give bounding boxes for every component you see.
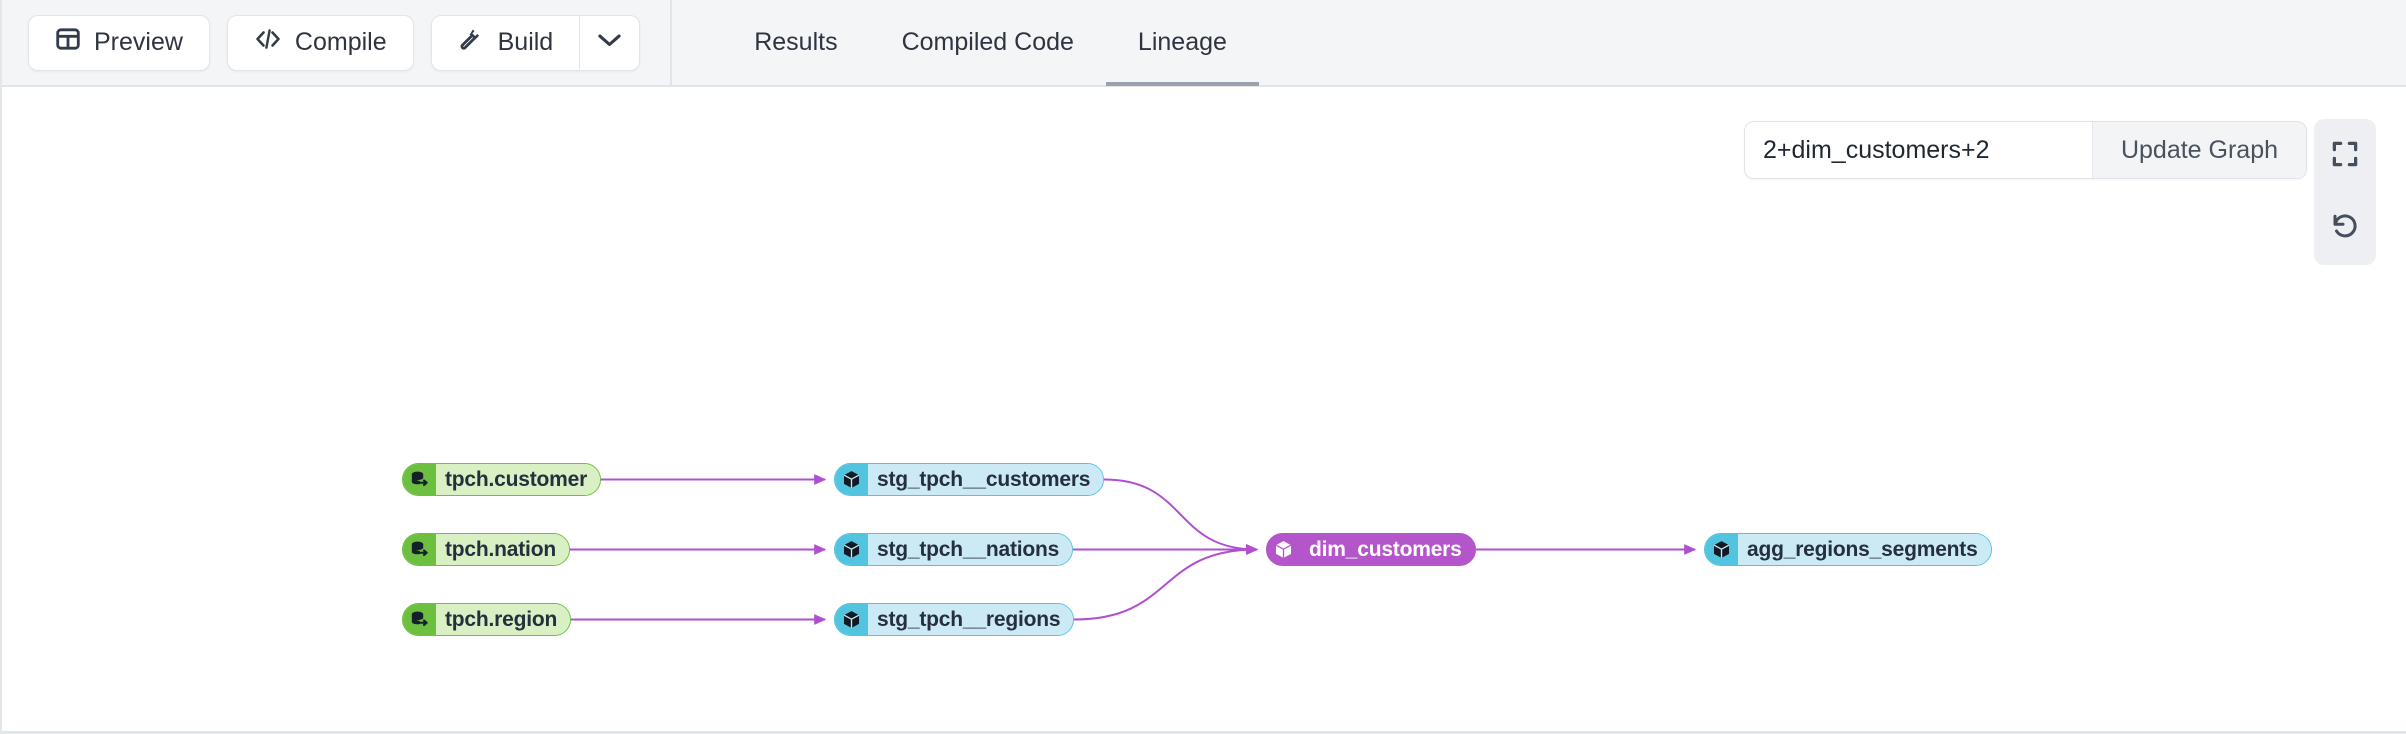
build-button[interactable]: Build: [432, 16, 580, 70]
cube-icon: [1705, 534, 1738, 565]
preview-button[interactable]: Preview: [28, 14, 210, 71]
graph-node-dim_customers[interactable]: dim_customers: [1266, 533, 1476, 566]
action-button-group: Preview Compile: [2, 14, 641, 71]
database-source-icon: [403, 464, 436, 495]
graph-edge: [1073, 544, 1259, 621]
tab-compiled-code-label: Compiled Code: [901, 28, 1074, 56]
top-toolbar: Preview Compile: [2, 0, 2406, 87]
database-source-icon: [403, 534, 436, 565]
graph-node-tpch_customer[interactable]: tpch.customer: [402, 463, 602, 496]
cube-icon: [835, 464, 868, 495]
graph-controls: [2314, 119, 2376, 265]
graph-node-label: dim_customers: [1300, 534, 1475, 565]
graph-node-label: tpch.customer: [436, 464, 601, 495]
toolbar-separator: [670, 0, 673, 86]
build-dropdown-button[interactable]: [579, 15, 639, 70]
database-source-icon: [403, 604, 436, 635]
fullscreen-icon: [2330, 139, 2360, 174]
update-graph-button[interactable]: Update Graph: [2092, 122, 2306, 178]
tab-bar: Results Compiled Code Lineage: [722, 0, 1259, 86]
compile-button-label: Compile: [294, 28, 387, 56]
graph-node-stg_tpch_regions[interactable]: stg_tpch__regions: [834, 603, 1075, 636]
hammer-icon: [458, 26, 485, 59]
lineage-canvas[interactable]: tpch.customer tpch.nation tpch.region stg_t…: [2, 87, 2406, 731]
tab-compiled-code[interactable]: Compiled Code: [870, 0, 1106, 86]
graph-node-label: tpch.region: [436, 604, 571, 635]
cube-icon: [1267, 534, 1300, 565]
lineage-graph: tpch.customer tpch.nation tpch.region stg_t…: [2, 87, 2406, 731]
lineage-selector-input[interactable]: [1745, 122, 2092, 178]
cube-icon: [835, 534, 868, 565]
preview-button-label: Preview: [94, 28, 183, 56]
table-icon: [55, 26, 81, 59]
compile-button[interactable]: Compile: [226, 14, 414, 71]
graph-node-label: stg_tpch__customers: [868, 464, 1104, 495]
graph-node-label: stg_tpch__nations: [868, 534, 1073, 565]
lineage-selector-group: Update Graph: [1744, 121, 2307, 179]
graph-node-tpch_nation[interactable]: tpch.nation: [402, 533, 570, 566]
graph-node-stg_tpch_customers[interactable]: stg_tpch__customers: [834, 463, 1105, 496]
graph-node-agg_regions_segments[interactable]: agg_regions_segments: [1704, 533, 1992, 566]
tab-lineage-label: Lineage: [1137, 28, 1227, 56]
graph-edge: [1103, 478, 1259, 555]
graph-node-label: tpch.nation: [436, 534, 569, 565]
tab-lineage[interactable]: Lineage: [1105, 0, 1259, 86]
graph-node-stg_tpch_nations[interactable]: stg_tpch__nations: [834, 533, 1074, 566]
graph-node-label: agg_regions_segments: [1738, 534, 1991, 565]
graph-node-tpch_region[interactable]: tpch.region: [402, 603, 572, 636]
tab-results[interactable]: Results: [722, 0, 869, 86]
tab-results-label: Results: [754, 28, 838, 56]
fullscreen-button[interactable]: [2320, 131, 2370, 181]
build-split-button: Build: [430, 14, 641, 71]
reset-icon: [2330, 211, 2360, 246]
chevron-down-icon: [596, 30, 623, 55]
graph-node-label: stg_tpch__regions: [868, 604, 1074, 635]
reset-graph-button[interactable]: [2320, 203, 2370, 253]
code-icon: [254, 26, 282, 59]
build-button-label: Build: [497, 28, 554, 56]
cube-icon: [835, 604, 868, 635]
